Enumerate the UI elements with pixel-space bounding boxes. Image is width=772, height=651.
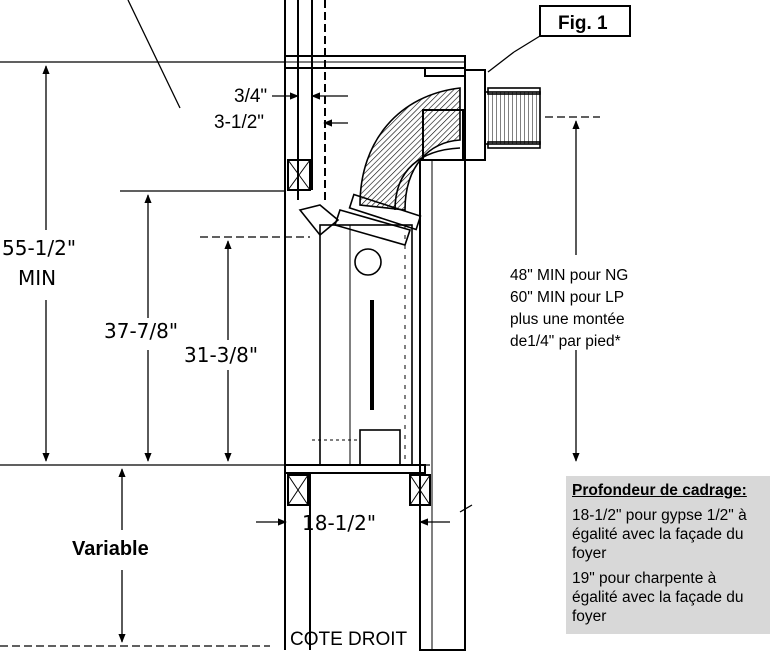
vent-note-line3: plus une montée xyxy=(510,311,625,328)
base-height-dim: Variable xyxy=(72,538,149,560)
figure-label-box xyxy=(539,5,631,37)
dimension-arrows xyxy=(42,65,580,643)
termination-cap xyxy=(484,51,541,149)
framing-depth-box: Profondeur de cadrage: 18-1/2" pour gyps… xyxy=(566,476,770,634)
fireplace-unit xyxy=(298,193,422,466)
overall-min-value: 55-1/2" xyxy=(2,236,76,260)
figure-label-leader xyxy=(513,35,541,53)
framing-depth-title: Profondeur de cadrage: xyxy=(572,482,747,499)
unit-height-dim: 31-3/8" xyxy=(184,343,258,367)
framing-depth-text-gypsum: 18-1/2" pour gypse 1/2" à égalité avec l… xyxy=(572,507,747,562)
frame-height-dim: 37-7/8" xyxy=(104,319,178,343)
framing-depth-text-frame: 19" pour charpente à égalité avec la faç… xyxy=(572,570,744,625)
header-gap-dim: 3/4" xyxy=(234,86,267,107)
view-label: COTE DROIT xyxy=(290,629,408,650)
leader-line xyxy=(127,0,181,109)
vent-note-line1: 48" MIN pour NG xyxy=(510,267,628,284)
stud-depth-dim: 3-1/2" xyxy=(214,112,264,133)
frame-depth-dim: 18-1/2" xyxy=(302,511,376,535)
vent-note-line4: de1/4" par pied* xyxy=(510,333,621,350)
figure-label: Fig. 1 xyxy=(558,13,608,34)
vent-note-line2: 60" MIN pour LP xyxy=(510,289,624,306)
vent-pipe xyxy=(359,87,461,211)
overall-min-suffix: MIN xyxy=(18,266,56,290)
